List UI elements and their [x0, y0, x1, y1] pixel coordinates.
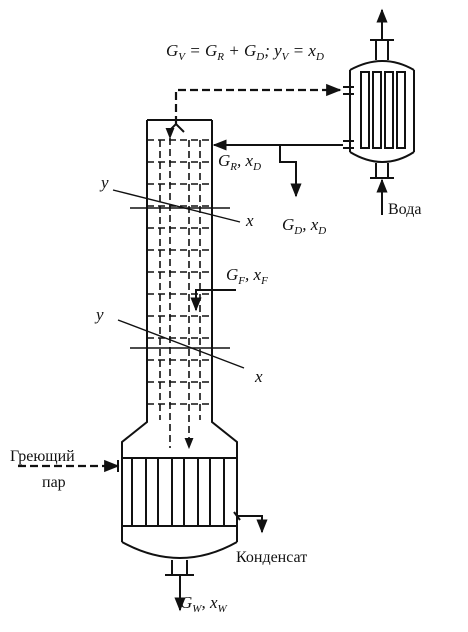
column-shell — [121, 119, 238, 542]
label-steam-2: пар — [42, 474, 66, 491]
label-y-upper: y — [99, 173, 109, 192]
label-x-upper: x — [245, 211, 254, 230]
internal-flows — [165, 127, 194, 450]
section-lines — [112, 189, 245, 369]
label-distillate: GD, xD — [282, 215, 326, 237]
label-x-lower: x — [254, 367, 263, 386]
vapor-line — [167, 83, 342, 133]
label-bottoms: GW, xW — [180, 593, 228, 615]
reflux-line — [212, 139, 343, 198]
label-steam-1: Греющий — [10, 448, 75, 465]
label-top-eq: GV = GR + GD; yV = xD — [166, 41, 324, 63]
label-feed: GF, xF — [226, 265, 268, 287]
label-reflux: GR, xD — [218, 151, 261, 173]
label-y-lower: y — [94, 305, 104, 324]
label-water: Вода — [388, 201, 421, 218]
column-trays — [147, 139, 212, 420]
label-condensate: Конденсат — [236, 549, 307, 566]
feed-line — [190, 289, 236, 312]
condenser — [343, 8, 415, 215]
reboiler — [18, 457, 268, 612]
